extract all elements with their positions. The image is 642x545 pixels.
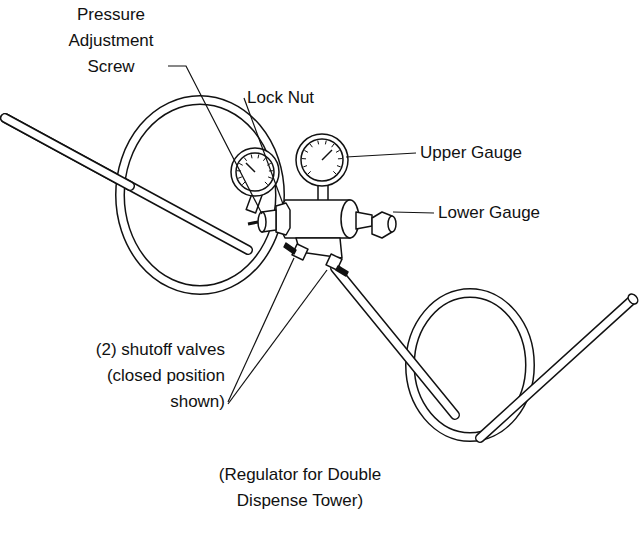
callout-label-box: (2) shutoff valves (closed position show… xyxy=(88,337,225,415)
part-label: Lock Nut xyxy=(247,88,314,107)
part-label-box: Upper Gauge xyxy=(420,140,522,166)
right-hose xyxy=(335,268,640,438)
caption-box: (Regulator for Double Dispense Tower) xyxy=(200,462,400,514)
part-label: Lower Gauge xyxy=(438,203,540,222)
part-label-box: Pressure Adjustment Screw xyxy=(55,2,167,80)
part-label-box: Lock Nut xyxy=(247,85,314,111)
caption: (Regulator for Double Dispense Tower) xyxy=(219,465,382,510)
left-hose xyxy=(5,100,280,290)
part-label-box: Lower Gauge xyxy=(438,200,540,226)
part-label: Pressure Adjustment Screw xyxy=(68,5,153,76)
callout-label: (2) shutoff valves (closed position show… xyxy=(96,340,225,411)
part-label: Upper Gauge xyxy=(420,143,522,162)
